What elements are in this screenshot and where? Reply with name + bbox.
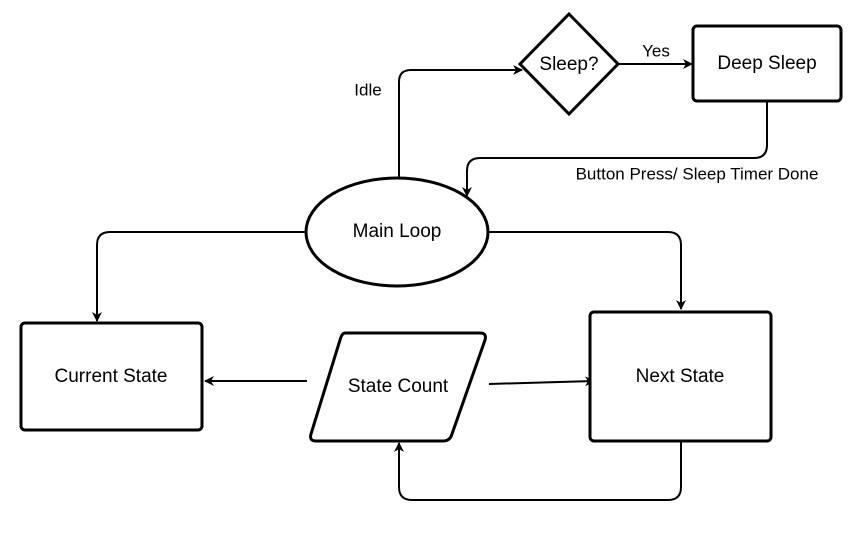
edge-statecount-to-nextstate — [488, 376, 595, 387]
next-state-label: Next State — [636, 366, 725, 387]
deep-sleep-label: Deep Sleep — [717, 53, 816, 74]
edge-mainloop-to-currentstate — [92, 231, 306, 322]
current-state-box — [19, 321, 204, 432]
state-count-label: State Count — [348, 376, 449, 397]
sleep-decision-label: Sleep? — [539, 54, 598, 75]
main-loop-label: Main Loop — [353, 221, 442, 242]
state-count-parallelogram — [309, 331, 487, 443]
edge-label-yes: Yes — [642, 41, 670, 60]
edge-mainloop-to-nextstate — [488, 231, 686, 310]
sleep-decision-diamond — [517, 11, 621, 117]
next-state-box — [588, 310, 773, 443]
edge-mainloop-to-sleep — [398, 65, 523, 178]
edge-label-idle: Idle — [354, 80, 381, 99]
edge-label-wake: Button Press/ Sleep Timer Done — [576, 164, 819, 183]
edge-deepsleep-to-mainloop — [462, 102, 768, 197]
current-state-label: Current State — [55, 366, 168, 387]
main-loop-ellipse — [304, 176, 490, 288]
deep-sleep-box — [691, 24, 843, 103]
edge-nextstate-to-statecount — [394, 442, 682, 501]
